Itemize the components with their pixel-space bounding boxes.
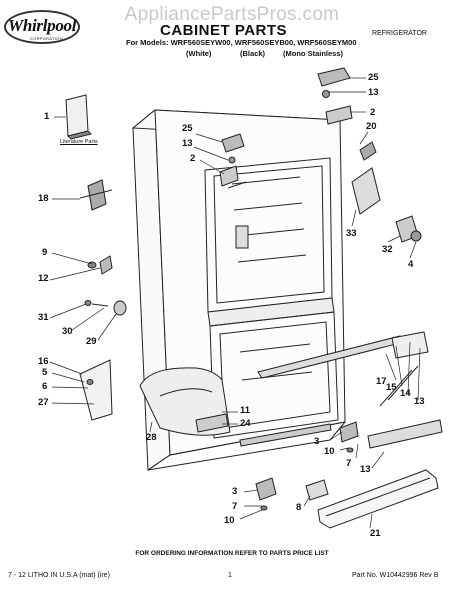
appliance-type: REFRIGERATOR	[372, 30, 427, 37]
callout-27: 27	[38, 397, 49, 408]
callout-25-cabinet: 25	[182, 123, 193, 134]
electrical-parts	[351, 167, 422, 243]
upper-hinge-right	[317, 67, 377, 161]
callout-29: 29	[86, 336, 97, 347]
front-rail-assembly	[257, 331, 443, 449]
callout-3-bottom: 3	[232, 486, 238, 497]
brand-tagline: CORPORATION	[30, 36, 63, 41]
callout-28: 28	[146, 432, 157, 443]
callout-3-rail: 3	[314, 436, 320, 447]
callout-13-right: 13	[368, 87, 379, 98]
callout-21: 21	[370, 528, 381, 539]
crisper-duct	[139, 367, 231, 436]
callout-18: 18	[38, 193, 49, 204]
base-grille	[305, 469, 439, 529]
page-number: 1	[228, 572, 232, 579]
callout-32: 32	[382, 244, 393, 255]
callout-30: 30	[62, 326, 73, 337]
literature-parts-label: Literature Parts	[60, 139, 98, 145]
callout-5: 5	[42, 367, 48, 378]
brand-logo: Whirlpool	[8, 16, 77, 35]
page-title: CABINET PARTS	[160, 22, 288, 39]
callout-2-right: 2	[370, 107, 376, 118]
callout-25-right: 25	[368, 72, 379, 83]
callout-13-rail: 13	[414, 396, 425, 407]
part-number: Part No. W10442996 Rev B	[352, 572, 439, 579]
watermark: AppliancePartsPros.com	[124, 4, 340, 25]
lower-hinge-right	[339, 421, 359, 453]
callout-7-bottom: 7	[232, 501, 238, 512]
literature-booklet	[65, 94, 92, 140]
callout-31: 31	[38, 312, 49, 323]
callout-6: 6	[42, 381, 48, 392]
variant-mono-stainless: (Mono Stainless)	[283, 49, 344, 58]
callout-13-cabinet: 13	[182, 138, 193, 149]
litho-line: 7 - 12 LITHO IN U.S.A (mat) (ire)	[8, 572, 110, 579]
callout-17: 17	[376, 376, 387, 387]
callout-20: 20	[366, 121, 377, 132]
callout-11: 11	[240, 405, 251, 416]
callout-13-lower: 13	[360, 464, 371, 475]
callout-2-cabinet: 2	[190, 153, 196, 164]
lower-hinge-bottom	[255, 477, 277, 511]
brand-logo-ring	[4, 10, 80, 44]
variant-white: (White)	[186, 49, 212, 58]
upper-hinge-left	[219, 133, 247, 189]
callout-10-rail: 10	[324, 446, 335, 457]
callout-14: 14	[400, 388, 411, 399]
callout-10-bottom: 10	[224, 515, 235, 526]
variant-black: (Black)	[240, 49, 266, 58]
callout-9: 9	[42, 247, 48, 258]
callout-1: 1	[44, 111, 50, 122]
leader-lines	[49, 77, 421, 529]
callout-7-rail: 7	[346, 458, 352, 469]
models-line: For Models: WRF560SEYW00, WRF560SEYB00, …	[126, 38, 357, 47]
callout-33: 33	[346, 228, 357, 239]
left-side-parts	[79, 179, 127, 421]
callout-4: 4	[408, 259, 414, 270]
callout-12: 12	[38, 273, 49, 284]
callout-16: 16	[38, 356, 49, 367]
callout-24: 24	[240, 418, 251, 429]
callout-8: 8	[296, 502, 302, 513]
ordering-note: FOR ORDERING INFORMATION REFER TO PARTS …	[135, 550, 329, 557]
callout-15: 15	[386, 382, 397, 393]
